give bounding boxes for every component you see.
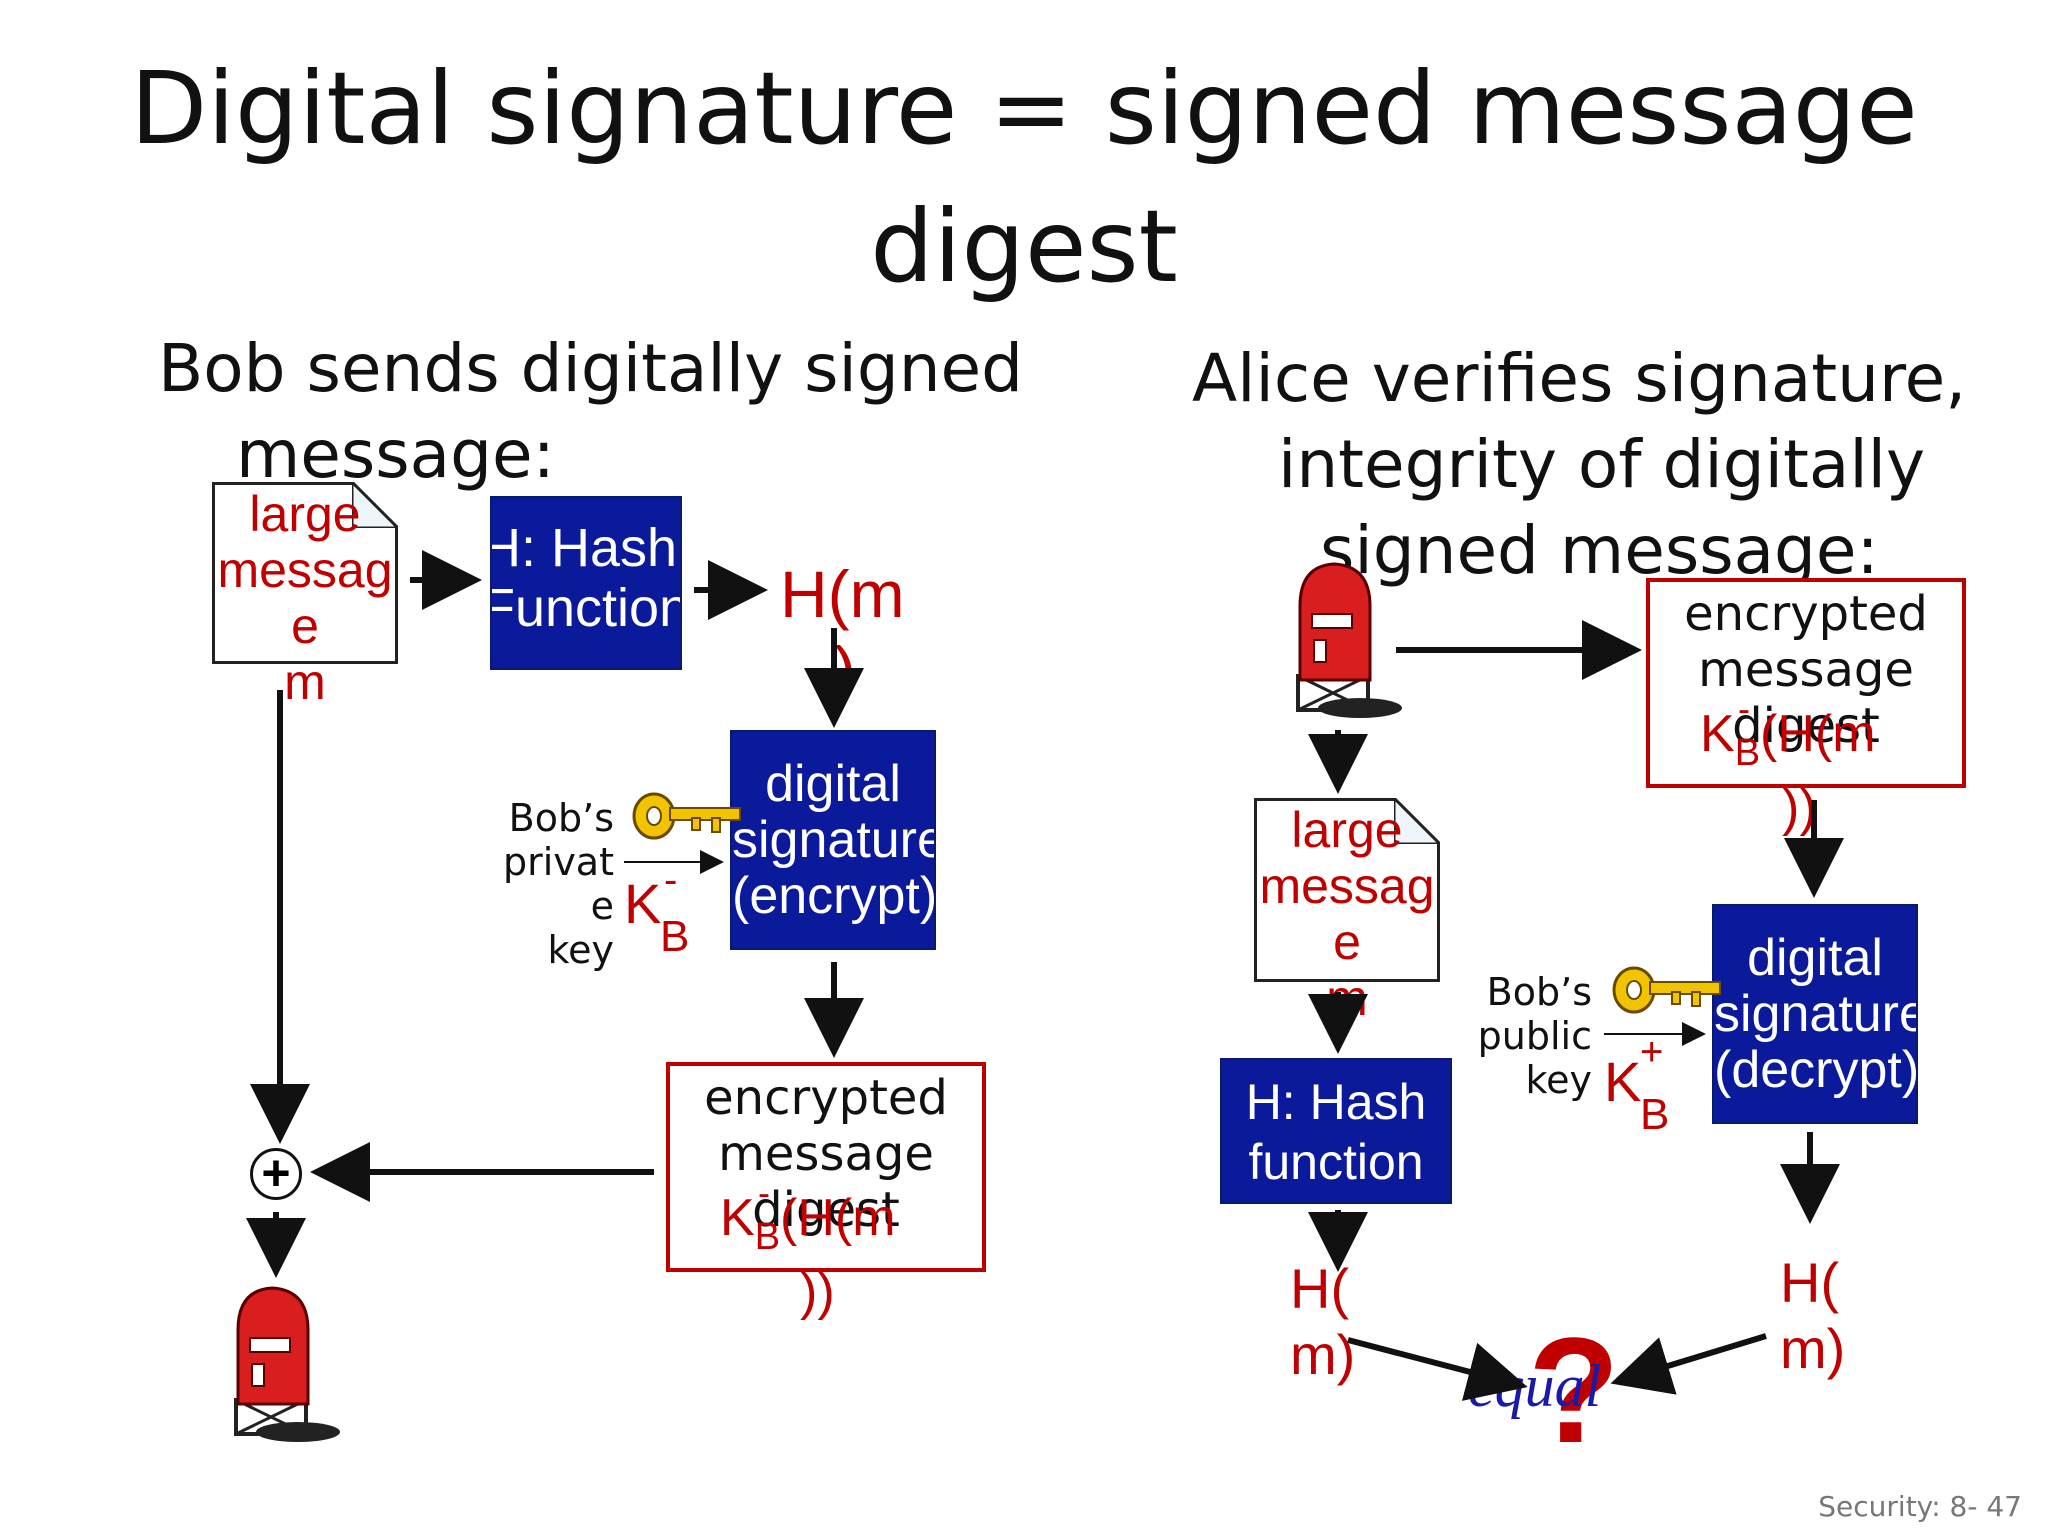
private-key-symbol: K: [624, 876, 661, 932]
doc-line-1: large: [249, 486, 361, 542]
right-heading-line-1: Alice verifies signature,: [1192, 340, 1967, 417]
r-hash-line-1: H: Hash: [1245, 1074, 1427, 1130]
received-encrypted-digest-label: encrypted message digest: [1646, 586, 1966, 754]
computed-hash-line-2: m): [1290, 1323, 1356, 1386]
private-key-icon: [632, 792, 741, 840]
pub-key-line-1: Bob’s: [1486, 970, 1592, 1014]
hash-function-box: H: Hash Function: [490, 496, 682, 670]
received-message-document: [1254, 798, 1440, 982]
public-key-k: K: [1604, 1050, 1642, 1113]
decrypted-hash-line-1: H(: [1780, 1251, 1840, 1314]
hash-box-line-1: H: Hash: [490, 518, 678, 578]
right-heading: Alice verifies signature, integrity of d…: [1192, 336, 1992, 594]
key-label-line-4: key: [547, 928, 614, 972]
slide-footer: Security: 8- 47: [1818, 1490, 2022, 1523]
r-enc-expr-2: )): [1782, 779, 1817, 837]
title-line-1: Digital signature = signed message: [130, 50, 1918, 167]
concatenate-plus-icon: +: [250, 1148, 302, 1200]
received-encrypted-digest-box: [1646, 578, 1966, 788]
encrypted-digest-label: encrypted message digest: [666, 1070, 986, 1238]
doc-line-2: messag: [217, 542, 393, 598]
arrow-hm2-to-equal: [1610, 1333, 1767, 1395]
r-enc-k: K: [1700, 705, 1735, 763]
r-enc-line-2: message: [1698, 642, 1914, 698]
public-key-superscript: +: [1640, 1030, 1664, 1074]
verify-line-3: (decrypt): [1714, 1041, 1918, 1099]
right-heading-line-2: integrity of digitally: [1278, 426, 1926, 503]
sign-box-line-1: digital: [765, 755, 901, 813]
enc-line-1: encrypted: [704, 1070, 948, 1126]
r-enc-sup: -: [1738, 688, 1750, 729]
key-superscript: -: [664, 858, 678, 902]
sign-box-line-2: signature: [732, 811, 936, 869]
r-hash-line-2: function: [1248, 1134, 1424, 1190]
enc-sup: -: [758, 1172, 770, 1213]
slide-title: Digital signature = signed message diges…: [0, 40, 2048, 316]
public-key-icon: [1612, 966, 1721, 1014]
question-mark: ?: [1528, 1306, 1620, 1474]
verify-line-1: digital: [1747, 929, 1883, 987]
title-line-2: digest: [870, 188, 1178, 305]
encrypted-digest-box: [666, 1062, 986, 1272]
key-subscript: B: [660, 912, 690, 961]
verify-line-2: signature: [1714, 985, 1918, 1043]
signature-encrypt-box: digital signature (encrypt): [730, 730, 936, 950]
page-fold-icon: [352, 482, 398, 528]
r-doc-line-2: messag: [1259, 858, 1435, 914]
r-doc-line-3: e: [1333, 914, 1361, 970]
pub-key-line-2: public: [1477, 1014, 1592, 1058]
r-enc-expr: (H(m: [1760, 705, 1876, 763]
doc-line-4: m: [284, 654, 326, 710]
receiver-hash-function-box: H: Hash function: [1220, 1058, 1452, 1204]
page-fold-icon: [1394, 798, 1440, 844]
key-k: K: [624, 872, 662, 935]
public-key-subscript: B: [1640, 1090, 1670, 1139]
r-enc-line-1: encrypted: [1684, 586, 1928, 642]
left-heading: Bob sends digitally signed message:: [158, 326, 1023, 498]
right-heading-line-3: signed message:: [1320, 512, 1879, 589]
plus-symbol: +: [261, 1145, 291, 1201]
key-label-line-1: Bob’s: [508, 796, 614, 840]
public-key-label: Bob’s public key: [1468, 970, 1592, 1102]
enc-expr-2: )): [800, 1263, 835, 1321]
encrypted-digest-expr: KB(H(m: [720, 1190, 896, 1265]
arrow-hm-to-equal: [1347, 1337, 1528, 1401]
left-heading-line-1: Bob sends digitally signed: [158, 330, 1024, 407]
mailbox-icon: [1296, 562, 1402, 718]
enc-expr: (H(m: [780, 1189, 896, 1247]
decrypted-hash-label: H( m): [1780, 1250, 1845, 1382]
enc-sub: B: [754, 1216, 781, 1258]
enc-k: K: [720, 1189, 755, 1247]
sign-box-line-3: (encrypt): [732, 867, 936, 925]
decrypted-hash-line-2: m): [1780, 1317, 1846, 1380]
key-label-line-2: privat: [503, 840, 614, 884]
large-message-document: [212, 482, 398, 664]
signature-decrypt-box: digital signature (decrypt): [1712, 904, 1918, 1124]
key-label-line-3: e: [590, 884, 614, 928]
mailbox-icon: [234, 1286, 340, 1442]
hash-output-line-1: H(m: [780, 557, 905, 631]
private-key-label: Bob’s privat e key: [470, 796, 614, 972]
left-heading-line-2: message:: [236, 416, 555, 493]
doc-line-3: e: [291, 598, 319, 654]
enc-line-2: message: [718, 1126, 934, 1182]
pub-key-line-3: key: [1525, 1058, 1592, 1102]
received-encrypted-digest-expr: KB(H(m: [1700, 706, 1876, 781]
r-enc-line-3: digest: [1732, 698, 1880, 754]
enc-line-3: digest: [752, 1182, 900, 1238]
large-message-label: large messag e m: [212, 486, 398, 710]
hash-box-line-2: Function: [490, 578, 682, 638]
r-doc-line-1: large: [1291, 802, 1403, 858]
r-enc-sub: B: [1734, 732, 1761, 774]
